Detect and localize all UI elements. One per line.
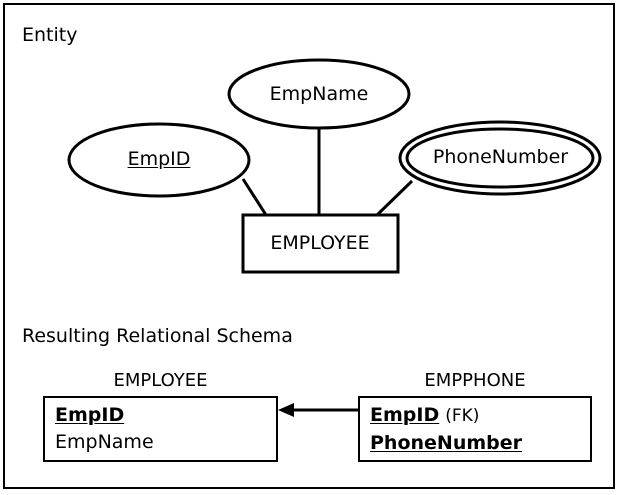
- relation-box-empphone: EmpID(FK) PhoneNumber: [358, 396, 592, 462]
- relation-title-employee: EMPLOYEE: [113, 370, 208, 391]
- attribute-label-empname: EmpName: [269, 83, 369, 105]
- attribute-ellipse-empname: [227, 58, 411, 130]
- entity-employee-box: [241, 213, 400, 274]
- relation-attribute-row: PhoneNumber: [370, 430, 590, 457]
- connector-empid-to-employee: [241, 178, 268, 216]
- relation-attribute-row: EmpID(FK): [370, 402, 590, 430]
- relation-attribute-name: EmpName: [55, 431, 154, 453]
- attribute-ellipse-empid: [67, 122, 251, 198]
- relation-attribute-fk-note: (FK): [445, 406, 480, 426]
- relation-attribute-name: PhoneNumber: [370, 432, 522, 454]
- attribute-label-empid: EmpID: [127, 148, 191, 170]
- connector-phonenumber-to-employee: [375, 179, 414, 217]
- relation-title-empphone: EMPPHONE: [424, 370, 526, 391]
- relation-attribute-row: EmpID: [55, 402, 276, 429]
- fk-arrow-head: [278, 403, 294, 417]
- attribute-ellipse-phonenumber-inner: [405, 127, 595, 189]
- relation-attribute-name: EmpID: [55, 404, 125, 426]
- relation-attribute-name: EmpID: [370, 404, 440, 426]
- section-label-resulting-relational-schema: Resulting Relational Schema: [22, 325, 293, 347]
- section-label-entity: Entity: [22, 24, 78, 46]
- figure-border: [3, 3, 615, 489]
- relation-box-employee: EmpID EmpName: [43, 396, 278, 462]
- entity-label-employee: EMPLOYEE: [270, 232, 370, 254]
- relation-attribute-row: EmpName: [55, 429, 276, 456]
- attribute-label-phonenumber: PhoneNumber: [432, 146, 569, 168]
